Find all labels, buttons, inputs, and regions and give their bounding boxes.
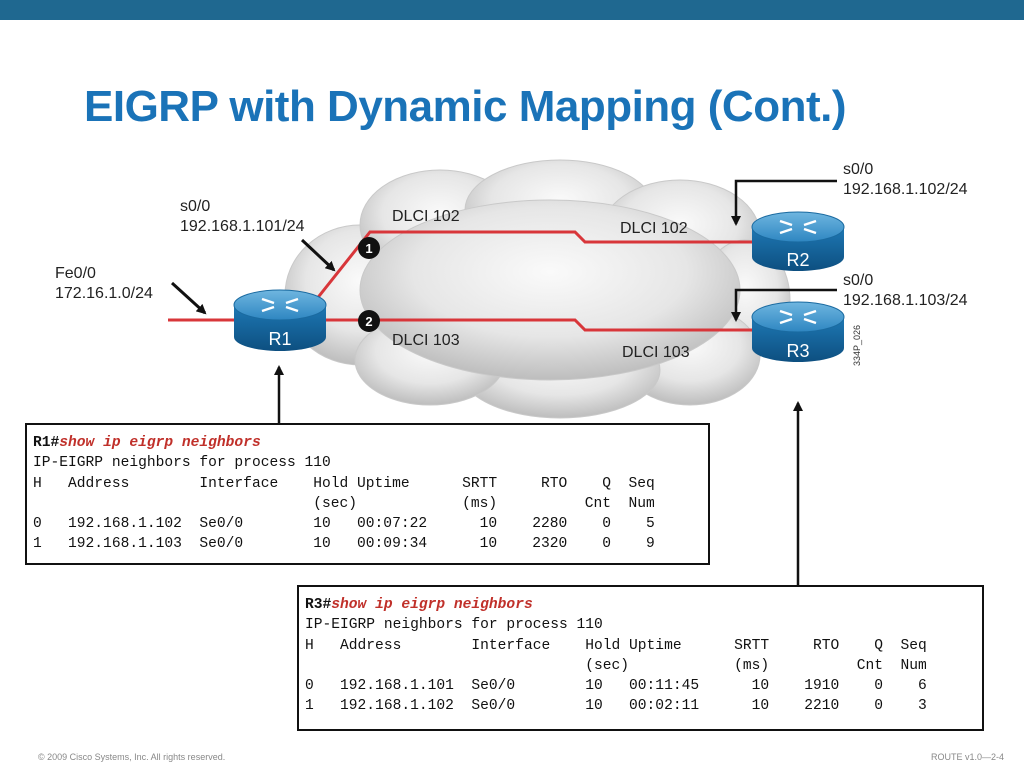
copyright-footer: © 2009 Cisco Systems, Inc. All rights re…: [38, 752, 226, 762]
slide-title: EIGRP with Dynamic Mapping (Cont.): [84, 82, 846, 131]
figure-id: 334P_026: [852, 325, 862, 366]
dlci-label: DLCI 103: [622, 344, 690, 361]
console-command-line: R3#show ip eigrp neighbors: [305, 595, 982, 615]
svg-text:1: 1: [365, 241, 372, 256]
router-r3-icon[interactable]: R3: [751, 301, 845, 362]
dlci-label: DLCI 103: [392, 332, 460, 349]
console-table-row: 0 192.168.1.102 Se0/0 10 00:07:22 10 228…: [33, 516, 655, 533]
svg-text:R1: R1: [268, 329, 291, 349]
router-r1-icon[interactable]: R1: [233, 289, 327, 351]
console-header-row: (sec) (ms) Cnt Num: [33, 495, 655, 512]
frame-relay-cloud: [284, 159, 791, 419]
router-r2-icon[interactable]: R2: [751, 211, 845, 271]
arrow-r2-s0-icon: [731, 179, 837, 226]
dlci-label: DLCI 102: [620, 220, 688, 237]
console-header-row: H Address Interface Hold Uptime SRTT RTO…: [305, 637, 927, 654]
pvc-marker-1: 1: [358, 237, 380, 259]
console-table-row: 1 192.168.1.102 Se0/0 10 00:02:11 10 221…: [305, 698, 927, 715]
svg-text:R2: R2: [786, 250, 809, 270]
console-header-row: H Address Interface Hold Uptime SRTT RTO…: [33, 475, 655, 492]
arrow-r3-s0-icon: [731, 288, 837, 322]
console-line: IP-EIGRP neighbors for process 110: [305, 617, 603, 634]
console-command: show ip eigrp neighbors: [59, 435, 261, 451]
dlci-label: DLCI 102: [392, 208, 460, 225]
svg-text:2: 2: [365, 314, 372, 329]
arrow-fe0-icon: [170, 281, 207, 315]
svg-text:R3: R3: [786, 341, 809, 361]
slide-number: ROUTE v1.0—2-4: [930, 752, 1004, 762]
console-header-row: (sec) (ms) Cnt Num: [305, 657, 927, 674]
header-bar: [0, 0, 1024, 20]
console-prompt: R3#: [305, 597, 332, 613]
console-line: IP-EIGRP neighbors for process 110: [33, 455, 331, 472]
console-prompt: R1#: [33, 435, 60, 451]
pvc-marker-2: 2: [358, 310, 380, 332]
console-table-row: 0 192.168.1.101 Se0/0 10 00:11:45 10 191…: [305, 678, 927, 695]
arrow-r1-s0-icon: [300, 238, 336, 272]
console-command: show ip eigrp neighbors: [331, 597, 533, 613]
console-command-line: R1#show ip eigrp neighbors: [33, 433, 708, 453]
console-table-row: 1 192.168.1.103 Se0/0 10 00:09:34 10 232…: [33, 536, 655, 553]
